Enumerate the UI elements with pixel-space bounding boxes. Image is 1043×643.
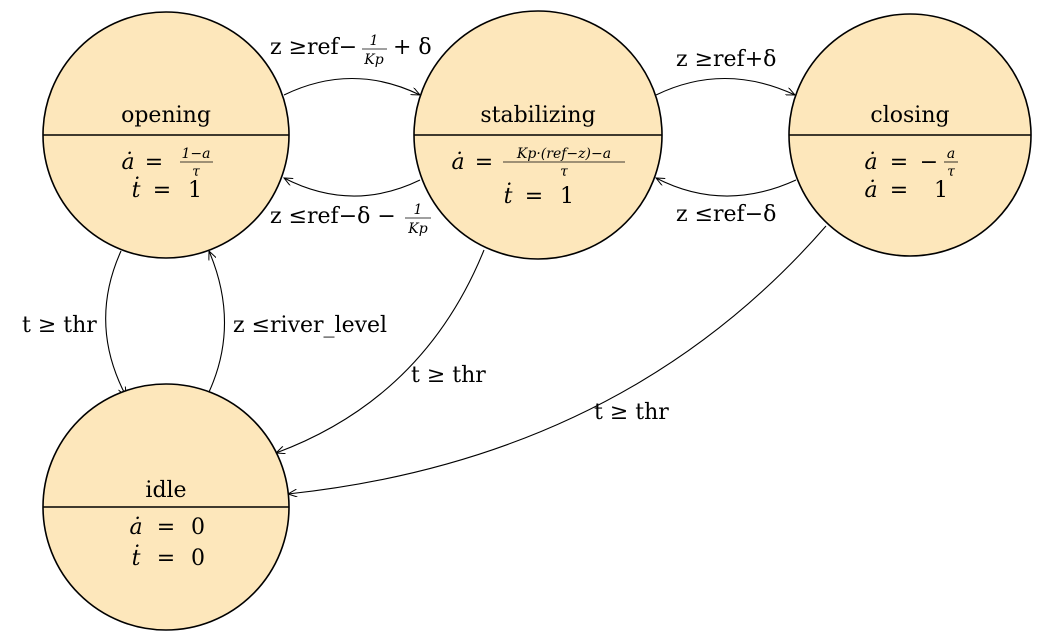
state-stabilizing: stabilizing ȧ = Kp·(ref−z)−a τ ṫ = 1 <box>413 10 663 260</box>
opening-eq1-num: 1−a <box>182 146 211 162</box>
label-stab-open-num: 1 <box>414 202 423 218</box>
label-stabilizing-to-idle: t ≥ thr <box>411 363 486 388</box>
closing-eq2-eq: = <box>890 178 908 203</box>
stabilizing-eq2-eq: = <box>525 184 543 209</box>
closing-eq1-neg: − <box>920 150 938 175</box>
edge-closing-to-stabilizing <box>656 178 797 197</box>
closing-eq1-num: a <box>947 146 955 162</box>
idle-eq2-lhs: ṫ <box>132 544 141 571</box>
edge-stabilizing-to-opening <box>284 178 421 197</box>
label-stab-open-den: Kp <box>407 221 427 237</box>
opening-eq2-rhs: 1 <box>188 178 202 203</box>
edge-idle-to-opening <box>209 251 225 393</box>
edge-opening-to-stabilizing <box>283 78 420 96</box>
label-opening-to-idle: t ≥ thr <box>22 313 97 338</box>
idle-eq1-eq: = <box>157 515 175 540</box>
state-idle: idle ȧ = 0 ṫ = 0 <box>42 383 290 631</box>
label-open-stab-den: Kp <box>363 52 383 68</box>
label-open-stab-post: + δ <box>393 35 432 60</box>
state-opening-name: opening <box>121 103 211 128</box>
stabilizing-eq2-lhs: ṫ <box>504 182 513 209</box>
edge-stabilizing-to-idle <box>276 249 485 453</box>
state-opening: opening ȧ = 1−a τ ṫ = 1 <box>42 11 290 259</box>
closing-eq2-lhs: ȧ <box>864 178 877 203</box>
closing-eq1-eq: = <box>890 150 908 175</box>
closing-eq1-den: τ <box>947 164 955 180</box>
idle-eq2-eq: = <box>157 546 175 571</box>
opening-eq1-den: τ <box>192 164 200 180</box>
state-idle-name: idle <box>145 478 186 503</box>
opening-eq1-eq: = <box>145 150 163 175</box>
label-idle-to-opening: z ≤river_level <box>233 313 387 338</box>
state-closing-name: closing <box>870 103 949 128</box>
opening-eq2-eq: = <box>153 178 171 203</box>
label-closing-to-stabilizing: z ≤ref−δ <box>676 202 776 227</box>
closing-eq1-lhs: ȧ <box>864 150 877 175</box>
idle-eq2-rhs: 0 <box>191 546 205 571</box>
state-stabilizing-name: stabilizing <box>480 103 595 128</box>
opening-eq2-lhs: ṫ <box>132 176 141 203</box>
stabilizing-eq2-rhs: 1 <box>560 184 574 209</box>
label-closing-to-idle: t ≥ thr <box>594 400 669 425</box>
state-closing: closing ȧ = − a τ ȧ = 1 <box>788 13 1032 257</box>
edge-closing-to-idle <box>288 225 827 494</box>
edge-opening-to-idle <box>105 250 126 396</box>
label-open-stab-num: 1 <box>370 33 379 49</box>
edge-stabilizing-to-closing <box>655 78 795 96</box>
label-stabilizing-to-closing: z ≥ref+δ <box>676 47 776 72</box>
idle-eq1-lhs: ȧ <box>129 515 142 540</box>
label-stabilizing-to-opening: z ≤ref−δ − 1 Kp <box>270 202 431 237</box>
label-opening-to-stabilizing: z ≥ref− 1 Kp + δ <box>270 33 432 68</box>
label-stab-open-pre: z ≤ref−δ − <box>270 204 396 229</box>
closing-eq2-rhs: 1 <box>934 178 948 203</box>
stabilizing-eq1-den: τ <box>560 164 568 180</box>
label-open-stab-pre: z ≥ref− <box>270 35 357 60</box>
opening-eq1-lhs: ȧ <box>121 150 134 175</box>
stabilizing-eq1-num: Kp·(ref−z)−a <box>516 146 611 162</box>
idle-eq1-rhs: 0 <box>191 515 205 540</box>
stabilizing-eq1-lhs: ȧ <box>451 150 464 175</box>
stabilizing-eq1-eq: = <box>475 150 493 175</box>
